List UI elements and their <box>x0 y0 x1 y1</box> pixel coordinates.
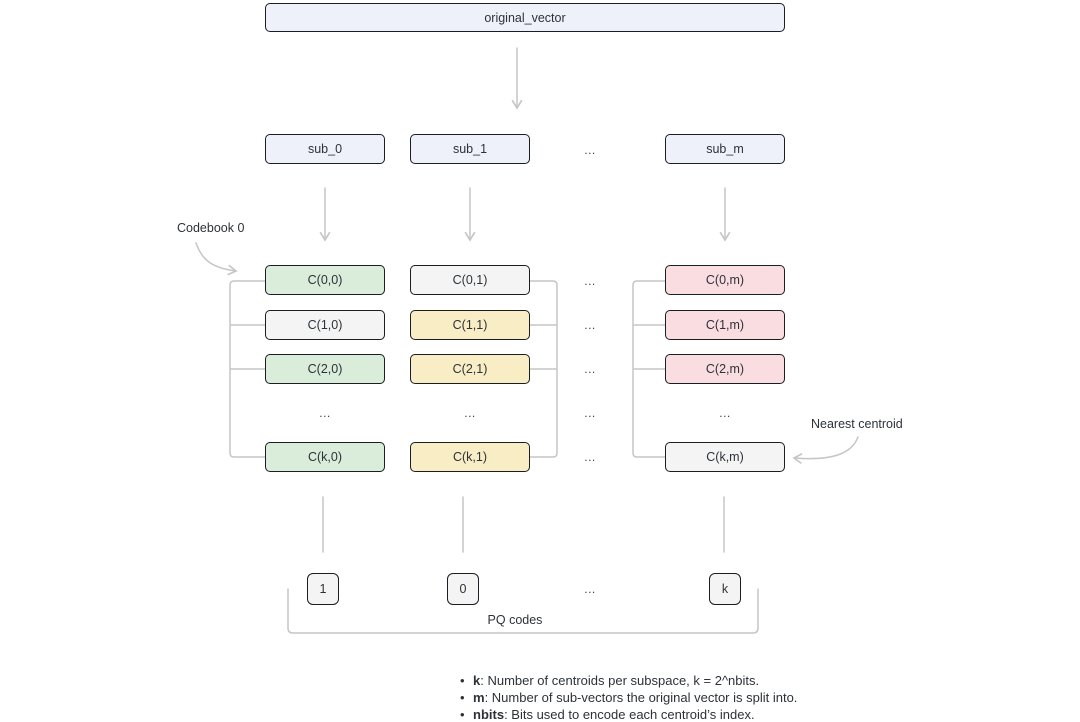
centroid-cell-k-0: C(k,0) <box>265 442 385 472</box>
ellipsis-gap-rowk: ... <box>584 450 596 464</box>
codebook0-label: Codebook 0 <box>177 221 245 235</box>
ellipsis-codebook1-rows: ... <box>464 406 476 420</box>
centroid-cell-2-0: C(2,0) <box>265 354 385 384</box>
ellipsis-codebook0-rows: ... <box>319 406 331 420</box>
centroid-cell-1-0: C(1,0) <box>265 310 385 340</box>
centroid-cell-0-0: C(0,0) <box>265 265 385 295</box>
legend-definition: : Number of sub-vectors the original vec… <box>484 690 798 706</box>
codebook0-pointer-arrow <box>195 242 238 276</box>
centroid-cell-k-1: C(k,1) <box>410 442 530 472</box>
original-vector-box: original_vector <box>265 3 785 32</box>
pq-code-box-0: 1 <box>307 573 339 605</box>
legend-list: • k: Number of centroids per subspace, k… <box>460 672 797 722</box>
ellipsis-gap-row3: ... <box>584 406 596 420</box>
ellipsis-gap-row1: ... <box>584 318 596 332</box>
centroid-cell-0-1: C(0,1) <box>410 265 530 295</box>
ellipsis-gap-row2: ... <box>584 362 596 376</box>
ellipsis-pq-codes: ... <box>584 582 596 596</box>
legend-definition: : Number of centroids per subspace, k = … <box>480 673 760 688</box>
centroid-cell-1-m: C(1,m) <box>665 310 785 340</box>
pq-code-box-k: k <box>709 573 741 605</box>
centroid-cell-k-m: C(k,m) <box>665 442 785 472</box>
ellipsis-subvectors: ... <box>584 143 596 157</box>
legend-text: nbits: Bits used to encode each centroid… <box>473 706 755 722</box>
centroid-cell-2-m: C(2,m) <box>665 354 785 384</box>
legend-definition: : Bits used to encode each centroid’s in… <box>504 707 755 722</box>
sub-vector-box-0: sub_0 <box>265 134 385 164</box>
pq-code-box-1: 0 <box>447 573 479 605</box>
bullet-icon: • <box>460 673 465 688</box>
sub-vector-box-m: sub_m <box>665 134 785 164</box>
legend-item-m: • m: Number of sub-vectors the original … <box>460 689 797 706</box>
centroid-cell-0-m: C(0,m) <box>665 265 785 295</box>
centroid-cell-2-1: C(2,1) <box>410 354 530 384</box>
bullet-icon: • <box>460 707 465 722</box>
nearest-centroid-label: Nearest centroid <box>811 417 903 431</box>
ellipsis-codebookm-rows: ... <box>719 406 731 420</box>
pq-codes-label: PQ codes <box>487 613 543 627</box>
bracket-codebook-m <box>632 280 666 458</box>
legend-item-k: • k: Number of centroids per subspace, k… <box>460 672 797 689</box>
ellipsis-gap-row0: ... <box>584 274 596 288</box>
bracket-codebook-1 <box>529 280 558 458</box>
legend-text: m: Number of sub-vectors the original ve… <box>473 689 797 706</box>
nearest-centroid-pointer-arrow <box>792 436 859 465</box>
sub-vector-box-1: sub_1 <box>410 134 530 164</box>
legend-term: k <box>473 673 481 688</box>
legend-term: m <box>473 690 485 706</box>
bullet-icon: • <box>460 690 465 706</box>
legend-text: k: Number of centroids per subspace, k =… <box>473 672 759 689</box>
legend-item-nbits: • nbits: Bits used to encode each centro… <box>460 706 797 722</box>
bracket-codebook-0 <box>229 280 266 458</box>
legend-term: nbits <box>473 707 505 722</box>
centroid-cell-1-1: C(1,1) <box>410 310 530 340</box>
